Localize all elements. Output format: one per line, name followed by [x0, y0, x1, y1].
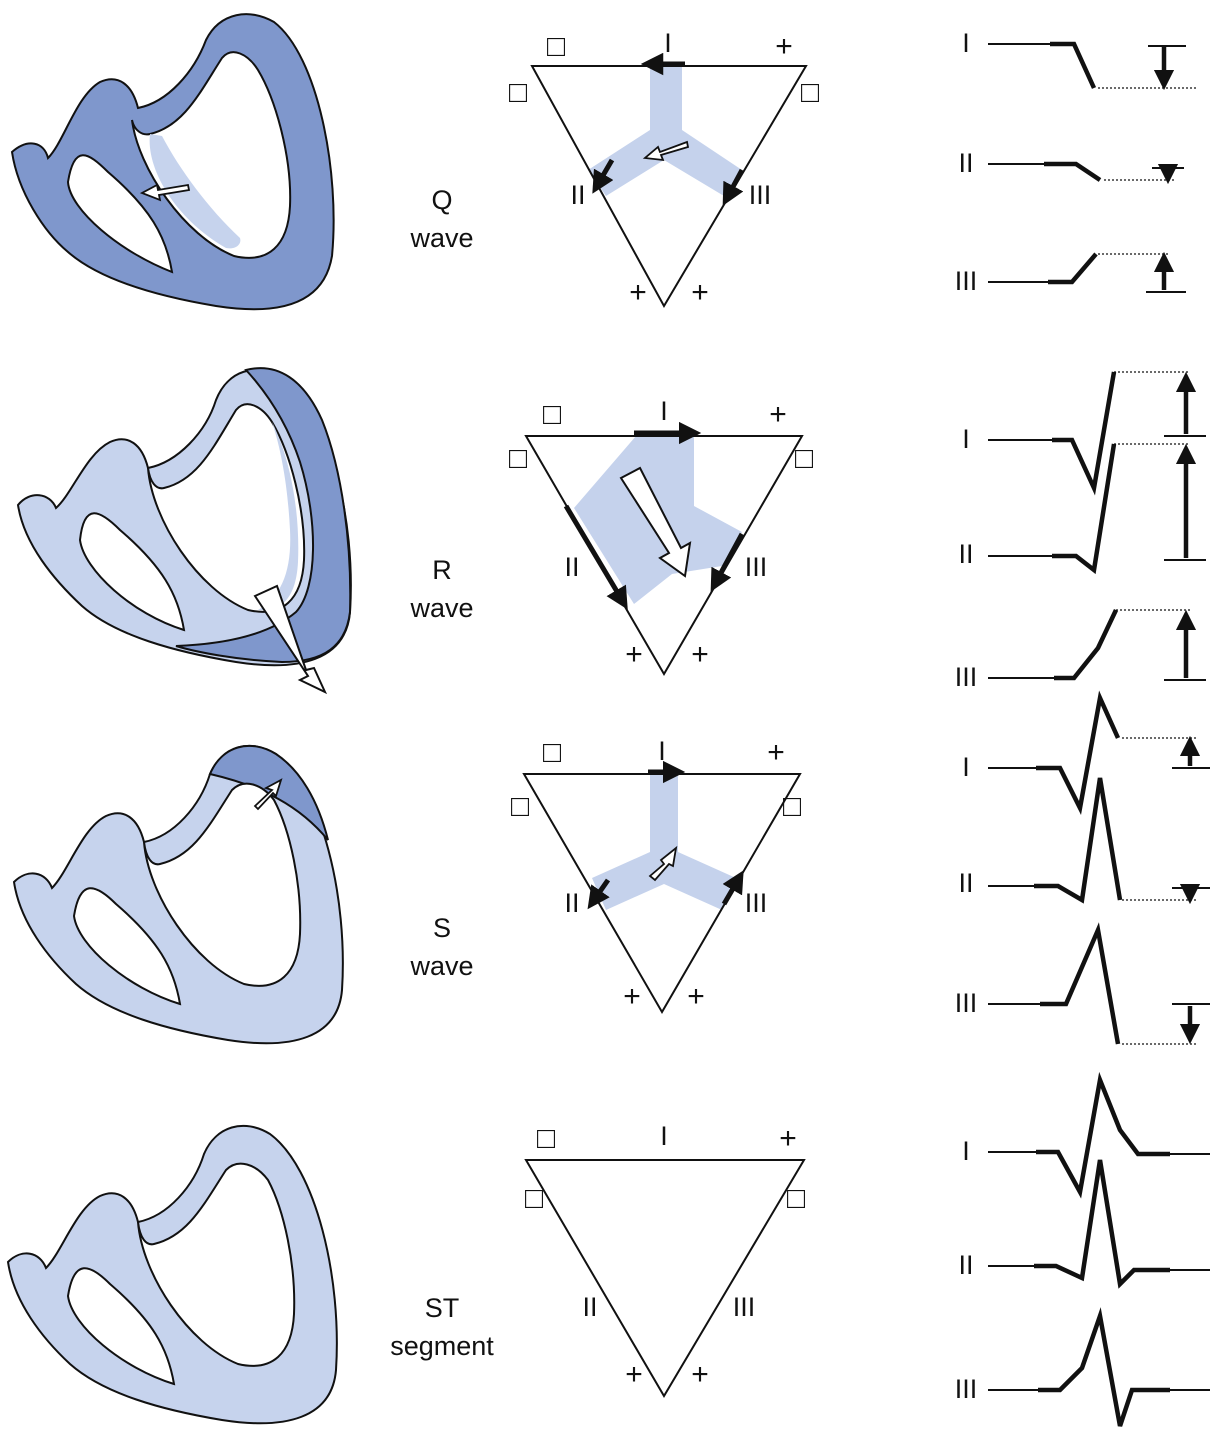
sign-minus: □ [543, 736, 562, 769]
sign-minus: □ [525, 1182, 544, 1215]
row-st-segment: I II III □ + □ □ + + ST segment I II [8, 1080, 1210, 1426]
ecg-trace-lead-iii: III [955, 1316, 1210, 1426]
svg-text:I: I [962, 424, 970, 454]
sign-plus: + [629, 276, 647, 309]
sign-plus: + [623, 980, 641, 1013]
ecg-trace-lead-iii: III [955, 610, 1206, 692]
einthoven-triangle-s-wave: I II III □ + □ □ + + [511, 736, 802, 1013]
ecg-trace-lead-i: I [962, 372, 1206, 488]
axis-label-lead-ii: II [570, 180, 585, 210]
row-label-s-wave: S wave [409, 913, 473, 981]
axis-label-lead-i: I [660, 1121, 668, 1151]
ecg-trace-lead-ii: II [958, 148, 1184, 180]
axis-label-lead-i: I [658, 736, 666, 766]
svg-text:wave: wave [409, 593, 473, 623]
sign-minus: □ [795, 442, 814, 475]
sign-plus: + [779, 1122, 797, 1155]
svg-text:wave: wave [409, 951, 473, 981]
ecg-trace-lead-i: I [962, 28, 1196, 88]
row-q-wave: I II III □ + □ □ + + Q wave I II [12, 14, 1196, 309]
svg-text:wave: wave [409, 223, 473, 253]
sign-minus: □ [509, 76, 528, 109]
sign-plus: + [687, 980, 705, 1013]
svg-text:III: III [955, 662, 978, 692]
svg-text:II: II [958, 539, 973, 569]
sign-plus: + [775, 30, 793, 63]
sign-minus: □ [543, 398, 562, 431]
ecg-leads-st-segment: I II III [955, 1080, 1210, 1426]
ecg-trace-lead-i: I [962, 698, 1210, 808]
einthoven-triangle-q-wave: I II III □ + □ □ + + [509, 28, 820, 309]
heart-r-wave [18, 368, 351, 692]
ecg-leads-s-wave: I II III [955, 698, 1210, 1044]
sign-plus: + [691, 276, 709, 309]
axis-label-lead-iii: III [745, 552, 768, 582]
svg-text:III: III [955, 266, 978, 296]
heart-st-segment [8, 1126, 337, 1423]
sign-plus: + [767, 736, 785, 769]
svg-text:ST: ST [425, 1293, 460, 1323]
axis-label-lead-ii: II [582, 1292, 597, 1322]
sign-plus: + [625, 1358, 643, 1391]
svg-text:R: R [432, 555, 452, 585]
axis-label-lead-iii: III [749, 180, 772, 210]
sign-plus: + [625, 638, 643, 671]
axis-label-lead-iii: III [745, 888, 768, 918]
sign-minus: □ [787, 1182, 806, 1215]
einthoven-triangle-r-wave: I II III □ + □ □ + + [509, 396, 814, 674]
axis-label-lead-i: I [660, 396, 668, 426]
heart-s-wave [14, 746, 343, 1043]
ecg-leads-q-wave: I II III [955, 28, 1196, 296]
heart-q-wave [12, 14, 334, 309]
row-r-wave: I II III □ + □ □ + + R wave I II [18, 368, 1206, 692]
einthoven-triangle-st-segment: I II III □ + □ □ + + [525, 1121, 806, 1396]
svg-text:I: I [962, 28, 970, 58]
svg-text:I: I [962, 1136, 970, 1166]
svg-text:I: I [962, 752, 970, 782]
row-label-q-wave: Q wave [409, 185, 473, 253]
ecg-trace-lead-i: I [962, 1080, 1210, 1192]
ecg-trace-lead-iii: III [955, 930, 1210, 1044]
sign-minus: □ [509, 442, 528, 475]
svg-text:III: III [955, 988, 978, 1018]
svg-text:S: S [433, 913, 451, 943]
axis-label-lead-ii: II [564, 552, 579, 582]
svg-text:II: II [958, 1250, 973, 1280]
sign-minus: □ [511, 790, 530, 823]
axis-label-lead-i: I [664, 28, 672, 58]
sign-plus: + [769, 398, 787, 431]
axis-label-lead-iii: III [733, 1292, 756, 1322]
row-s-wave: I II III □ + □ □ + + S wave I II [14, 698, 1210, 1044]
svg-text:II: II [958, 148, 973, 178]
row-label-r-wave: R wave [409, 555, 473, 623]
sign-minus: □ [783, 790, 802, 823]
svg-text:II: II [958, 868, 973, 898]
svg-text:Q: Q [431, 185, 452, 215]
ecg-trace-lead-iii: III [955, 254, 1186, 296]
row-label-st-segment: ST segment [390, 1293, 494, 1361]
sign-minus: □ [537, 1122, 556, 1155]
axis-label-lead-ii: II [564, 888, 579, 918]
svg-text:segment: segment [390, 1331, 494, 1361]
ecg-leads-r-wave: I II III [955, 372, 1206, 692]
sign-minus: □ [801, 76, 820, 109]
sign-plus: + [691, 638, 709, 671]
sign-plus: + [691, 1358, 709, 1391]
svg-text:III: III [955, 1374, 978, 1404]
sign-minus: □ [547, 30, 566, 63]
